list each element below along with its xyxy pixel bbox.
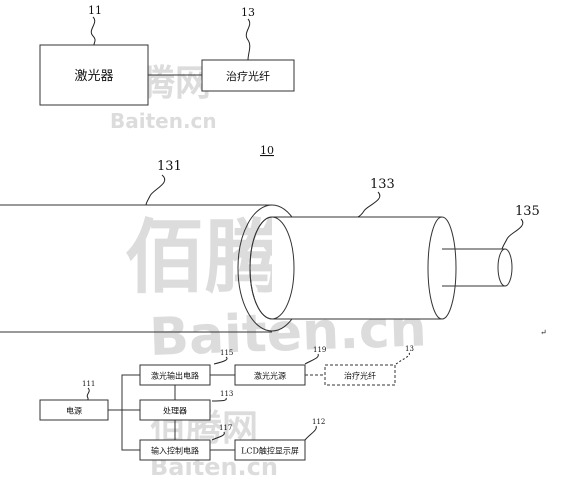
leader-135 (501, 218, 524, 250)
leader-13-top (245, 18, 251, 61)
ref-119: 119 (313, 346, 326, 354)
figure-2: 10 131 133 135 ↵ (0, 144, 547, 337)
laser-output-label: 激光输出电路 (151, 371, 199, 381)
cladding-fill (272, 217, 442, 319)
fiber-label: 治疗光纤 (226, 69, 270, 83)
figure-3: 电源 激光输出电路 处理器 输入控制电路 激光光源 治疗光纤 LCD触控显示屏 … (39, 345, 414, 461)
input-control-label: 输入控制电路 (151, 446, 199, 456)
lcd-label: LCD触控显示屏 (241, 446, 299, 456)
watermark-en-top: Baiten.cn (110, 109, 217, 133)
ref-13-bottom: 13 (405, 345, 414, 353)
leader-111 (86, 387, 90, 400)
power-label: 电源 (66, 406, 82, 416)
leader-117 (211, 431, 225, 441)
leader-13-bottom (394, 352, 410, 366)
ref-133: 133 (370, 177, 395, 192)
ref-117: 117 (219, 424, 232, 432)
figure-1: 激光器 治疗光纤 11 13 (39, 4, 295, 106)
processor-label: 处理器 (163, 406, 187, 416)
ref-13-top: 13 (241, 6, 255, 19)
therapy-fiber-label: 治疗光纤 (344, 371, 376, 381)
figure-number-10: 10 (260, 144, 274, 157)
leader-115 (213, 356, 228, 365)
ref-115: 115 (220, 349, 233, 357)
ref-131: 131 (157, 159, 182, 174)
paragraph-return-mark: ↵ (540, 328, 547, 337)
leader-119 (304, 353, 319, 365)
ref-112: 112 (312, 418, 325, 426)
cladding-end (427, 216, 457, 320)
leader-11 (90, 16, 96, 46)
therapy-fiber-box (324, 364, 396, 386)
leader-131 (145, 174, 166, 206)
core-end (497, 248, 513, 287)
cladding-start (249, 216, 295, 320)
leader-112 (304, 425, 317, 441)
ref-113: 113 (220, 390, 233, 398)
laser-source-label: 激光光源 (254, 371, 286, 381)
wire-power-output (121, 374, 140, 410)
ref-11: 11 (88, 4, 102, 17)
wire-power-input (121, 410, 140, 451)
leader-133 (357, 191, 381, 218)
ref-135: 135 (515, 204, 540, 219)
leader-113 (211, 397, 227, 402)
ref-111: 111 (82, 380, 95, 388)
laser-label: 激光器 (74, 69, 113, 84)
